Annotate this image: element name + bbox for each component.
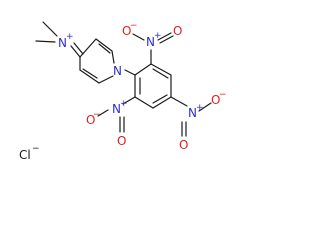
ring2-c2-c3: [150, 63, 172, 76]
methyl-bond-left: [35, 40, 56, 43]
ring1-c2-n1: [111, 50, 115, 64]
nitro-top-n-label: N: [146, 35, 155, 49]
ring2-c2-c3-dbl: [152, 68, 169, 79]
nitro-top-o-double-label: O: [173, 24, 182, 38]
ring1-c6-c5-dbl: [82, 68, 98, 79]
pyridinium-n-label: N: [113, 64, 122, 78]
nitro-right-no-single: [198, 102, 212, 112]
nitro-left-o-double-label: O: [117, 134, 126, 148]
molecule-drawing: N + N N + O − O N + O − O N + O − O Cl −: [19, 21, 227, 162]
nitro-right-o-single-label: O: [211, 93, 220, 107]
methyl-bond-upper: [42, 21, 58, 37]
chloride-counterion: Cl −: [19, 144, 40, 162]
nplus-atom-label: N: [58, 36, 67, 50]
c-nplus-bond-2: [73, 42, 84, 55]
nitro-top-n-charge: +: [154, 31, 162, 41]
nitro-right-n-charge: +: [196, 103, 204, 113]
ring1-c3-c2-dbl: [98, 43, 111, 54]
nitro-left-n-label: N: [112, 102, 121, 116]
ring2-c4-c5-dbl: [152, 94, 168, 104]
ring1-c4-c3: [79, 38, 97, 58]
nitro-left-no-single: [97, 109, 109, 117]
ring1-c6-c5: [79, 69, 100, 84]
nitro-top-no-double-a: [157, 32, 172, 41]
nitro-right-cn-bond: [170, 96, 188, 107]
atom-labels: N + N N + O − O N + O − O N + O − O: [58, 21, 227, 152]
nitro-right-o-double-label: O: [179, 138, 188, 152]
ring2-c5-c6: [134, 96, 154, 109]
nitro-top-o-single-label: O: [122, 24, 131, 38]
chloride-label: Cl: [19, 148, 31, 162]
nitro-top-no-double-b: [159, 35, 174, 44]
ring1-c3-c2: [95, 38, 113, 52]
nitro-left-o-single-charge: −: [93, 110, 101, 120]
n-aryl-bond: [124, 69, 136, 76]
chloride-charge: −: [32, 144, 40, 154]
bonds: [35, 21, 212, 137]
nitro-right-n-label: N: [188, 106, 197, 120]
nplus-charge: +: [66, 32, 74, 42]
nitro-left-o-single-label: O: [86, 113, 95, 127]
structure-diagram: N + N N + O − O N + O − O N + O − O Cl −: [19, 21, 227, 162]
ring2-c1-c2: [134, 63, 152, 76]
c-nplus-bond: [70, 45, 81, 58]
nitro-top-o-single-charge: −: [130, 21, 138, 31]
ring2-c4-c5: [152, 96, 172, 109]
nitro-left-cn-bond: [122, 96, 136, 105]
nitro-top-no-single: [132, 33, 145, 41]
nitro-right-o-single-charge: −: [219, 90, 227, 100]
nitro-left-n-charge: +: [120, 99, 128, 109]
ring1-n1-c6: [98, 75, 114, 84]
